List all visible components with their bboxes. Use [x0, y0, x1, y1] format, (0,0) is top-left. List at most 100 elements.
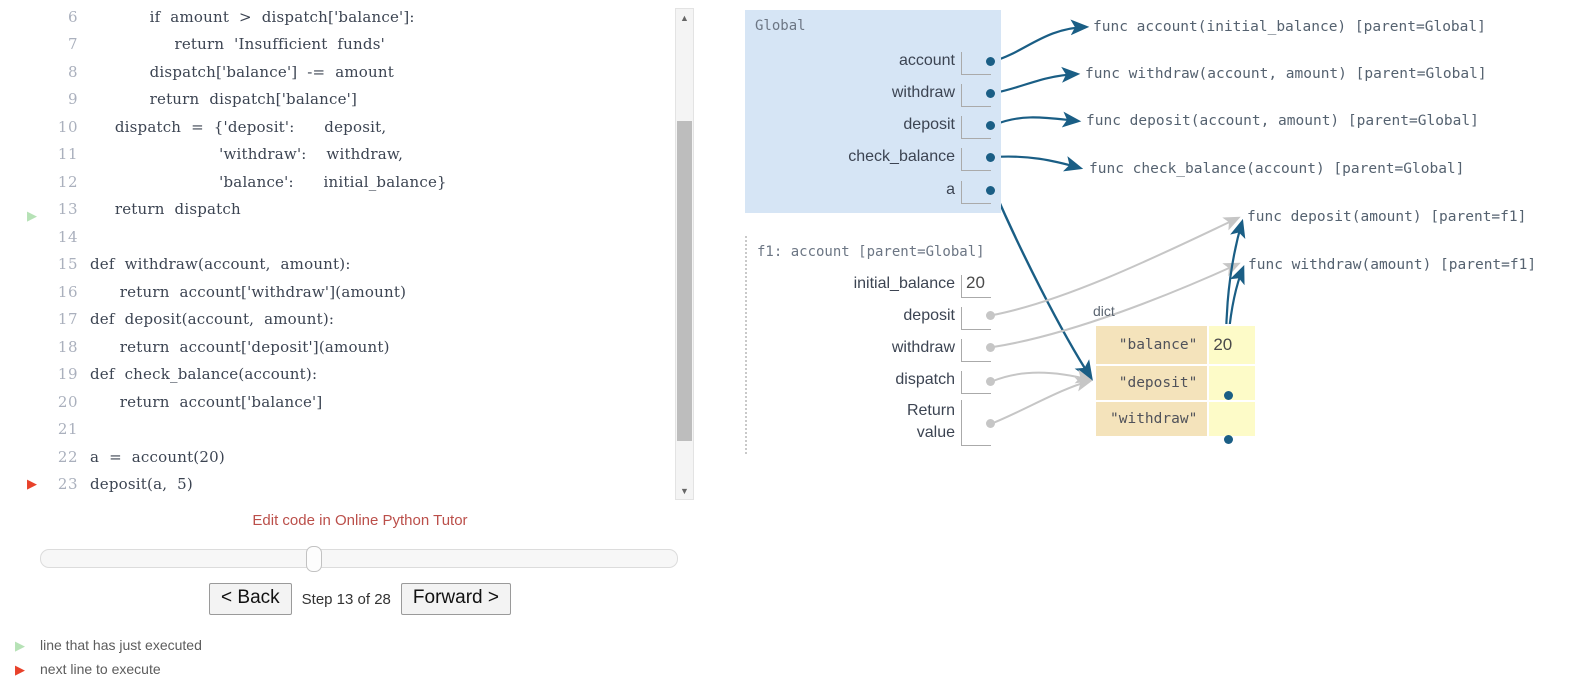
code-line[interactable]: 22 a = account(20) — [0, 443, 695, 471]
just-executed-marker-icon: ▶ — [27, 208, 37, 223]
variable-name: initial_balance — [853, 275, 955, 292]
edit-code-link[interactable]: Edit code in Online Python Tutor — [252, 512, 468, 529]
code-line[interactable]: 11 'withdraw': withdraw, — [0, 141, 695, 169]
line-number: 13 — [57, 200, 78, 219]
code-line[interactable]: 13 return dispatch — [0, 196, 695, 224]
dict-key: "balance" — [1096, 326, 1208, 364]
code-line[interactable]: 21 — [0, 416, 695, 444]
dict-value — [1209, 402, 1256, 436]
code-line[interactable]: 8 dispatch['balance'] -= amount — [0, 58, 695, 86]
variable-name: deposit — [903, 307, 955, 324]
code-viewer[interactable]: 6 if amount > dispatch['balance']:7 retu… — [0, 0, 695, 505]
line-number: 7 — [67, 35, 78, 54]
code-line[interactable]: 7 return 'Insufficient funds' — [0, 31, 695, 59]
line-number: 21 — [57, 420, 78, 439]
line-number: 19 — [57, 365, 78, 384]
line-number: 22 — [57, 447, 78, 466]
pointer-dot — [986, 121, 995, 130]
code-text: a = account(20) — [90, 447, 225, 466]
variable-name: withdraw — [891, 339, 955, 356]
function-object: func check_balance(account) [parent=Glob… — [1089, 161, 1465, 177]
code-line[interactable]: 14 — [0, 223, 695, 251]
line-number: 15 — [57, 255, 78, 274]
code-text: return account['balance'] — [90, 392, 323, 411]
slider-thumb[interactable] — [306, 546, 323, 572]
line-number: 11 — [57, 145, 78, 164]
line-number: 12 — [57, 172, 78, 191]
line-number: 8 — [67, 62, 78, 81]
legend-next-line: ▶ next line to execute — [0, 661, 161, 677]
code-line[interactable]: 12 'balance': initial_balance} — [0, 168, 695, 196]
frame-title: Global — [755, 18, 806, 34]
code-text: deposit(a, 5) — [90, 475, 193, 494]
code-scrollbar[interactable]: ▲ ▼ — [675, 8, 694, 500]
variable-name: a — [946, 181, 955, 198]
code-text: def withdraw(account, amount): — [90, 255, 351, 274]
code-text: return account['withdraw'](amount) — [90, 282, 407, 301]
code-text: return dispatch['balance'] — [90, 90, 358, 109]
stack-frame-f1: f1: account [parent=Global] — [745, 236, 1001, 454]
pointer-dot — [1224, 435, 1233, 444]
slider-track[interactable] — [40, 549, 678, 568]
scrollbar-thumb[interactable] — [677, 121, 692, 441]
navigation-controls: < Back Step 13 of 28 Forward > — [0, 583, 720, 615]
function-object: func account(initial_balance) [parent=Gl… — [1093, 19, 1486, 35]
code-line[interactable]: 23 deposit(a, 5) — [0, 471, 695, 499]
code-line[interactable]: 10 dispatch = {'deposit': deposit, — [0, 113, 695, 141]
code-line[interactable]: 20 return account['balance'] — [0, 388, 695, 416]
variable-row: deposit — [745, 307, 991, 330]
just-executed-arrow-icon: ▶ — [15, 637, 25, 653]
pointer-dot — [986, 343, 995, 352]
next-line-arrow-icon: ▶ — [15, 661, 25, 677]
variable-row: initial_balance 20 — [745, 273, 991, 298]
forward-button[interactable]: Forward > — [400, 583, 511, 615]
code-line[interactable]: 18 return account['deposit'](amount) — [0, 333, 695, 361]
table-row: "balance" 20 — [1096, 326, 1256, 364]
object-type-label: dict — [1093, 303, 1115, 319]
pointer-dot — [986, 311, 995, 320]
variable-name: check_balance — [848, 148, 955, 165]
code-text: return 'Insufficient funds' — [90, 35, 385, 54]
pointer-dot — [986, 186, 995, 195]
line-number: 10 — [57, 117, 78, 136]
frame-title: f1: account [parent=Global] — [757, 244, 985, 260]
table-row: "withdraw" — [1096, 402, 1256, 436]
variable-name: deposit — [903, 116, 955, 133]
stack-frame-global: Global — [745, 10, 1001, 213]
line-number: 18 — [57, 337, 78, 356]
line-number: 17 — [57, 310, 78, 329]
line-number: 6 — [67, 7, 78, 26]
variable-row: withdraw — [745, 339, 991, 362]
scroll-up-icon[interactable]: ▲ — [680, 12, 689, 23]
line-number: 14 — [57, 227, 78, 246]
variable-row: a — [745, 181, 991, 204]
variable-row: withdraw — [745, 84, 991, 107]
step-slider[interactable] — [40, 546, 678, 572]
code-text: return dispatch — [90, 200, 241, 219]
pointer-dot — [986, 377, 995, 386]
pointer-dot — [1224, 391, 1233, 400]
pointer-dot — [986, 57, 995, 66]
line-number: 23 — [57, 475, 78, 494]
code-line[interactable]: 16 return account['withdraw'](amount) — [0, 278, 695, 306]
legend-label: line that has just executed — [40, 637, 202, 653]
function-object: func deposit(amount) [parent=f1] — [1247, 209, 1527, 225]
function-object: func withdraw(amount) [parent=f1] — [1248, 257, 1537, 273]
variable-name: account — [898, 52, 955, 69]
function-object: func deposit(account, amount) [parent=Gl… — [1086, 113, 1479, 129]
pointer-dot — [986, 419, 995, 428]
code-line[interactable]: 15 def withdraw(account, amount): — [0, 251, 695, 279]
variable-name: withdraw — [891, 84, 955, 101]
code-line[interactable]: 9 return dispatch['balance'] — [0, 86, 695, 114]
legend-just-executed: ▶ line that has just executed — [0, 637, 202, 653]
table-row: "deposit" — [1096, 366, 1256, 400]
back-button[interactable]: < Back — [209, 583, 292, 615]
variable-row: account — [745, 52, 991, 75]
code-line[interactable]: 6 if amount > dispatch['balance']: — [0, 3, 695, 31]
step-counter: Step 13 of 28 — [301, 590, 391, 608]
code-text: dispatch['balance'] -= amount — [90, 62, 394, 81]
variable-row: dispatch — [745, 371, 991, 394]
scroll-down-icon[interactable]: ▼ — [680, 485, 689, 496]
